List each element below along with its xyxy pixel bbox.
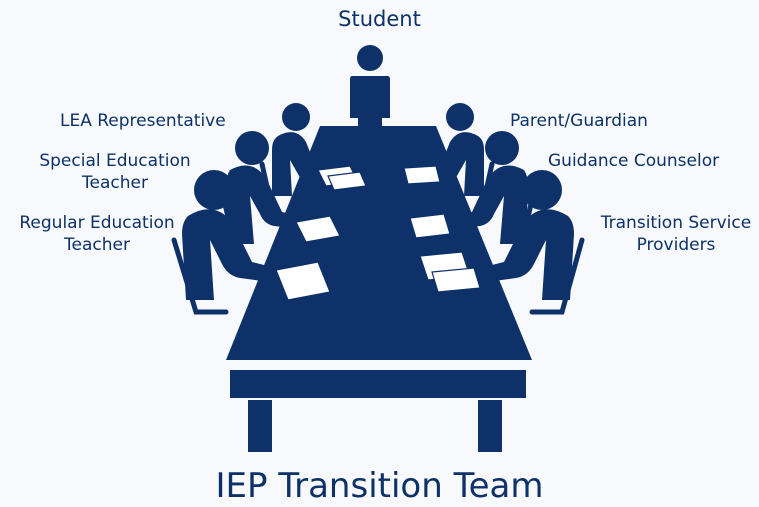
papers	[275, 165, 481, 301]
table-apron	[230, 370, 526, 398]
special-education-teacher-label: Special Education Teacher	[26, 150, 204, 194]
special-education-line1: Special Education	[39, 151, 191, 171]
lea-representative-label: LEA Representative	[60, 111, 226, 131]
diagram-title: IEP Transition Team	[215, 466, 544, 506]
student-label: Student	[338, 7, 421, 31]
table-leg-left	[248, 400, 272, 452]
transition-line1: Transition Service	[600, 213, 752, 233]
guidance-counselor-label: Guidance Counselor	[548, 151, 720, 171]
regular-education-line1: Regular Education	[19, 213, 175, 233]
student-figure	[350, 45, 390, 126]
transition-service-providers-label: Transition Service Providers	[592, 212, 759, 256]
parent-guardian-label: Parent/Guardian	[510, 111, 648, 131]
regular-education-teacher-label: Regular Education Teacher	[8, 212, 186, 256]
table-top	[226, 126, 532, 360]
table-leg-right	[478, 400, 502, 452]
transition-line2: Providers	[636, 235, 716, 255]
right-people	[416, 103, 574, 300]
regular-education-line2: Teacher	[64, 235, 130, 255]
special-education-line2: Teacher	[82, 173, 148, 193]
